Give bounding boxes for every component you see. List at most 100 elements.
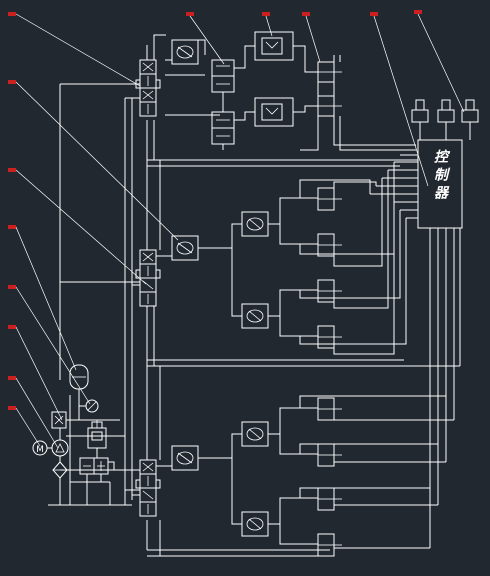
relief-cap [91,421,103,429]
flow-divider-orifice [246,309,264,323]
pipe [299,443,438,454]
flow-divider-orifice [246,517,264,531]
callout-leader-12 [373,15,429,187]
valve-solenoid-left [135,79,141,89]
flow-control-arrow [177,46,193,58]
sensor-3 [461,109,479,123]
pipe [279,524,318,545]
pipe [299,202,395,255]
pipe [198,433,242,459]
controller: 控制器 [370,99,479,548]
flow-control-orifice [176,45,194,59]
pipe [231,458,242,525]
sensor-head-2 [441,99,451,111]
pipe [293,105,318,113]
flow-divider-orifice [246,217,264,231]
signal-line [339,116,416,151]
pipe [299,218,407,345]
lower-circuit [135,395,454,557]
directional-valve-mid-d [139,291,157,307]
callout-leader-8 [15,407,41,447]
callout-tag-9 [186,12,194,16]
valve-solenoid-left [135,269,141,279]
pipe [279,316,318,337]
relief-spring [265,41,279,49]
callout-tag-7 [8,376,16,380]
flow-divider-orifice [246,427,264,441]
pipe [279,434,318,455]
callout-leader-5 [15,286,91,405]
valve-arrow [142,62,154,72]
callout-tag-4 [8,225,16,229]
controller-label: 控制器 [431,148,448,203]
pipe [268,497,318,525]
pipe [165,39,206,61]
pipe [234,45,255,69]
valve-solenoid-right [155,479,161,489]
pipe [293,45,318,73]
signal-line [333,170,389,309]
valve-solenoid-right [155,79,161,89]
flow-divider-arrow [248,518,262,530]
callout-leader-10 [265,15,273,37]
relief-valve-upper-core [261,37,283,55]
callout-tag-1 [8,12,16,16]
callout-tag-12 [370,12,378,16]
valve-arrow [142,90,154,100]
signal-line [333,162,395,355]
signal-line [299,179,371,198]
power-unit: M [32,364,125,505]
sensor-2 [437,109,455,123]
callout-tag-5 [8,285,16,289]
callout-leader-9 [189,15,225,65]
flow-divider-arrow [248,218,262,230]
callout-tag-13 [414,10,422,14]
signal-line [333,178,383,267]
hydraulic-pump [51,439,69,457]
pipe [268,197,318,225]
callout-tag-10 [262,12,270,16]
sensor-1 [411,109,429,123]
pipe [153,34,166,45]
callout-leader-1 [15,13,141,87]
valve-arrow [142,490,154,500]
flow-control-valve-top [171,39,199,65]
callout-leader-13 [417,13,465,113]
callout-tag-3 [8,168,16,172]
sensor-head-3 [465,99,475,111]
pipe [279,224,318,245]
callout-tag-8 [8,406,16,410]
callout-tag-6 [8,325,16,329]
callout-leader-7 [15,377,59,449]
flow-control-orifice [176,451,194,465]
middle-circuit [135,162,407,355]
top-valve-assembly [135,31,416,151]
callout-leader-2 [15,81,179,241]
directional-valve-top-d [139,101,157,117]
callout-leader-6 [15,326,63,421]
valve-arrow [142,462,154,472]
controller-box [417,139,463,229]
directional-valve-low-d [139,501,157,517]
signal-line [333,181,377,188]
sensor-head-1 [415,99,425,111]
pipe [234,111,255,121]
pipe [299,395,446,408]
main-relief-valve [87,427,107,449]
pump-arrow [55,443,65,453]
pipe [268,407,318,435]
flow-control-orifice [176,241,194,255]
unloading-solenoid [107,461,115,471]
valve-solenoid-right [155,269,161,279]
relief-spring [265,107,279,115]
flow-divider-arrow [248,428,262,440]
relief-valve-lower-core [261,103,283,121]
flow-control-arrow [177,452,193,464]
pipe [300,82,319,151]
pipe [268,289,318,317]
pipe [231,248,242,317]
callout-leader-11 [305,15,321,63]
pipe [299,487,430,498]
